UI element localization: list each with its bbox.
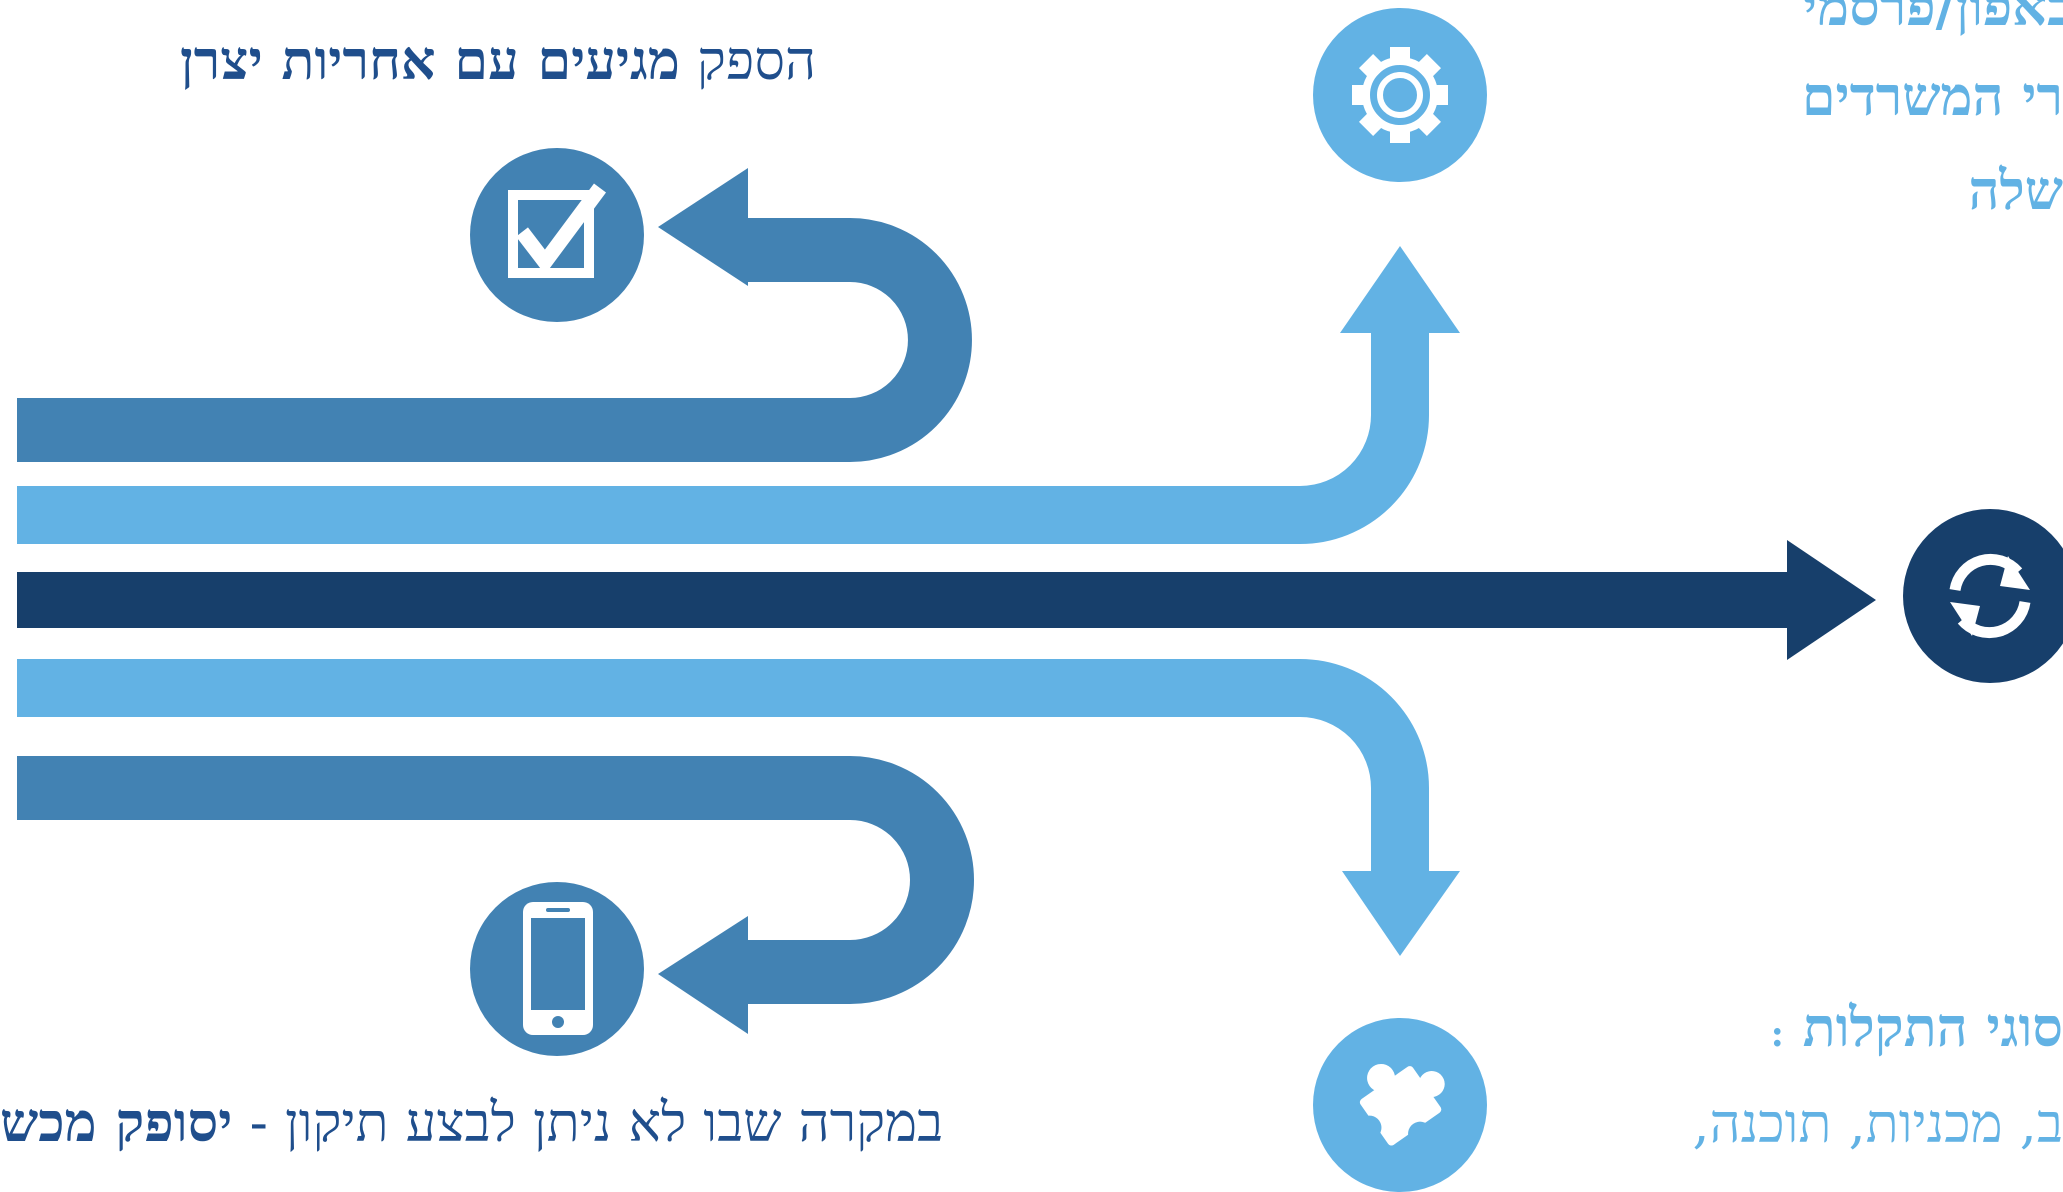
right-upper-line-2: רי המשרדים <box>1801 64 2063 128</box>
arrowhead-up-gear <box>1340 246 1460 333</box>
bottom-caption-bold: יסופק מכש <box>0 1090 233 1154</box>
band-top-uturn <box>17 218 972 462</box>
band-up-to-gear <box>17 330 1429 544</box>
band-straight <box>17 572 1790 628</box>
top-caption-prefix: הספק <box>697 29 817 92</box>
top-caption: הספק מגיעים עם אחריות יצרן <box>180 28 816 92</box>
arrowhead-top-uturn <box>658 168 748 286</box>
arrowhead-bottom-uturn <box>658 916 748 1034</box>
puzzle-icon <box>1313 1018 1487 1192</box>
arrowhead-down-puzzle <box>1342 871 1460 956</box>
bottom-caption: במקרה שבו לא ניתן לבצע תיקון - יסופק מכש <box>0 1090 943 1154</box>
smartphone-icon <box>470 882 644 1056</box>
right-upper-line-1: באפון/פרסמי <box>1802 0 2063 38</box>
right-upper-line-3: שלה <box>1968 158 2063 222</box>
right-lower-title: סוגי התקלות : <box>1771 995 2063 1059</box>
right-lower-title-colon: : <box>1770 1013 1784 1055</box>
top-caption-bold: מגיעים עם אחריות יצרן <box>180 28 680 92</box>
right-lower-title-text: סוגי התקלות <box>1802 995 2063 1059</box>
arrowhead-straight <box>1787 540 1876 660</box>
right-lower-items: ב, מכניות, תוכנה, <box>1692 1092 2063 1155</box>
band-bottom-uturn <box>17 756 974 1004</box>
bottom-caption-plain: במקרה שבו לא ניתן לבצע תיקון - <box>249 1091 944 1154</box>
gear-icon <box>1313 8 1487 182</box>
checkbox-icon <box>470 148 644 322</box>
refresh-icon <box>1903 509 2063 683</box>
band-down-to-puzzle <box>17 659 1429 872</box>
